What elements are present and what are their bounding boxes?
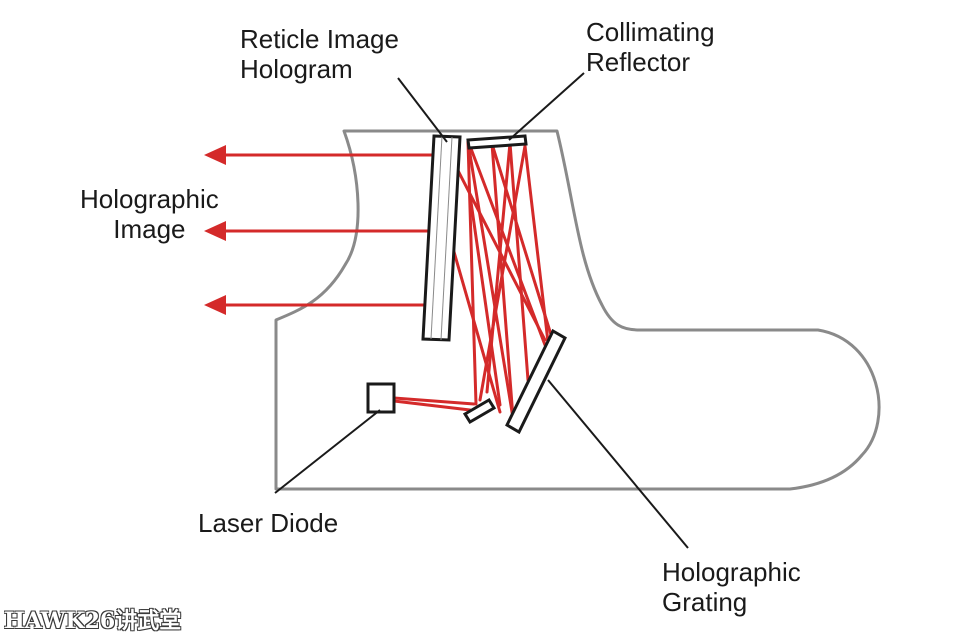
label-collimating-reflector: Collimating Reflector (586, 17, 715, 77)
beam-exit-middle (220, 229, 502, 414)
beam-zigzag-1 (466, 140, 478, 406)
leader-holographic-grating (547, 379, 689, 549)
beam-zigzag-6 (490, 142, 554, 340)
beam-diode-to-mirror (392, 396, 476, 406)
beam-zigzag-10 (468, 193, 502, 407)
arrowhead-middle (204, 221, 226, 241)
label-laser-diode-text: Laser Diode (198, 508, 339, 538)
reticle-hologram-plate (421, 134, 462, 342)
beam-diode-to-mirror-2 (392, 399, 472, 412)
leader-reticle-hologram (397, 77, 448, 143)
beam-zigzag-5 (490, 142, 515, 420)
watermark: HAWK26讲武堂 (4, 608, 182, 634)
laser-beam-paths (220, 140, 554, 420)
label-grating-line1: Holographic (662, 557, 801, 587)
label-collimating-line1: Collimating (586, 17, 715, 47)
label-reticle-line2: Hologram (240, 54, 353, 84)
collimating-reflector (466, 134, 528, 150)
label-reticle-image-hologram: Reticle Image Hologram (240, 24, 399, 84)
arrowhead-lower (204, 295, 226, 315)
label-grating-line2: Grating (662, 587, 748, 617)
folding-mirror (462, 397, 497, 425)
label-holographic-grating: Holographic Grating (662, 557, 801, 617)
sight-housing-outline (274, 129, 881, 491)
beam-zigzag-3 (466, 140, 515, 420)
holographic-grating (505, 328, 567, 435)
label-holographic-image: Holographic Image (80, 184, 219, 244)
label-laser-diode: Laser Diode (198, 508, 338, 538)
leader-lines (274, 72, 689, 549)
label-holographic-image-line2: Image (113, 214, 186, 244)
label-holographic-image-line1: Holographic (80, 184, 219, 214)
beam-zigzag-9 (508, 141, 530, 382)
leader-laser-diode (274, 409, 381, 494)
label-reticle-line1: Reticle Image (240, 24, 399, 54)
arrowhead-upper (204, 145, 226, 165)
label-collimating-line2: Reflector (586, 47, 691, 77)
beam-arrowheads (204, 145, 226, 315)
laser-diode-box (366, 382, 396, 414)
beam-zigzag-7 (468, 144, 547, 347)
leader-collimating-reflector (508, 72, 585, 141)
